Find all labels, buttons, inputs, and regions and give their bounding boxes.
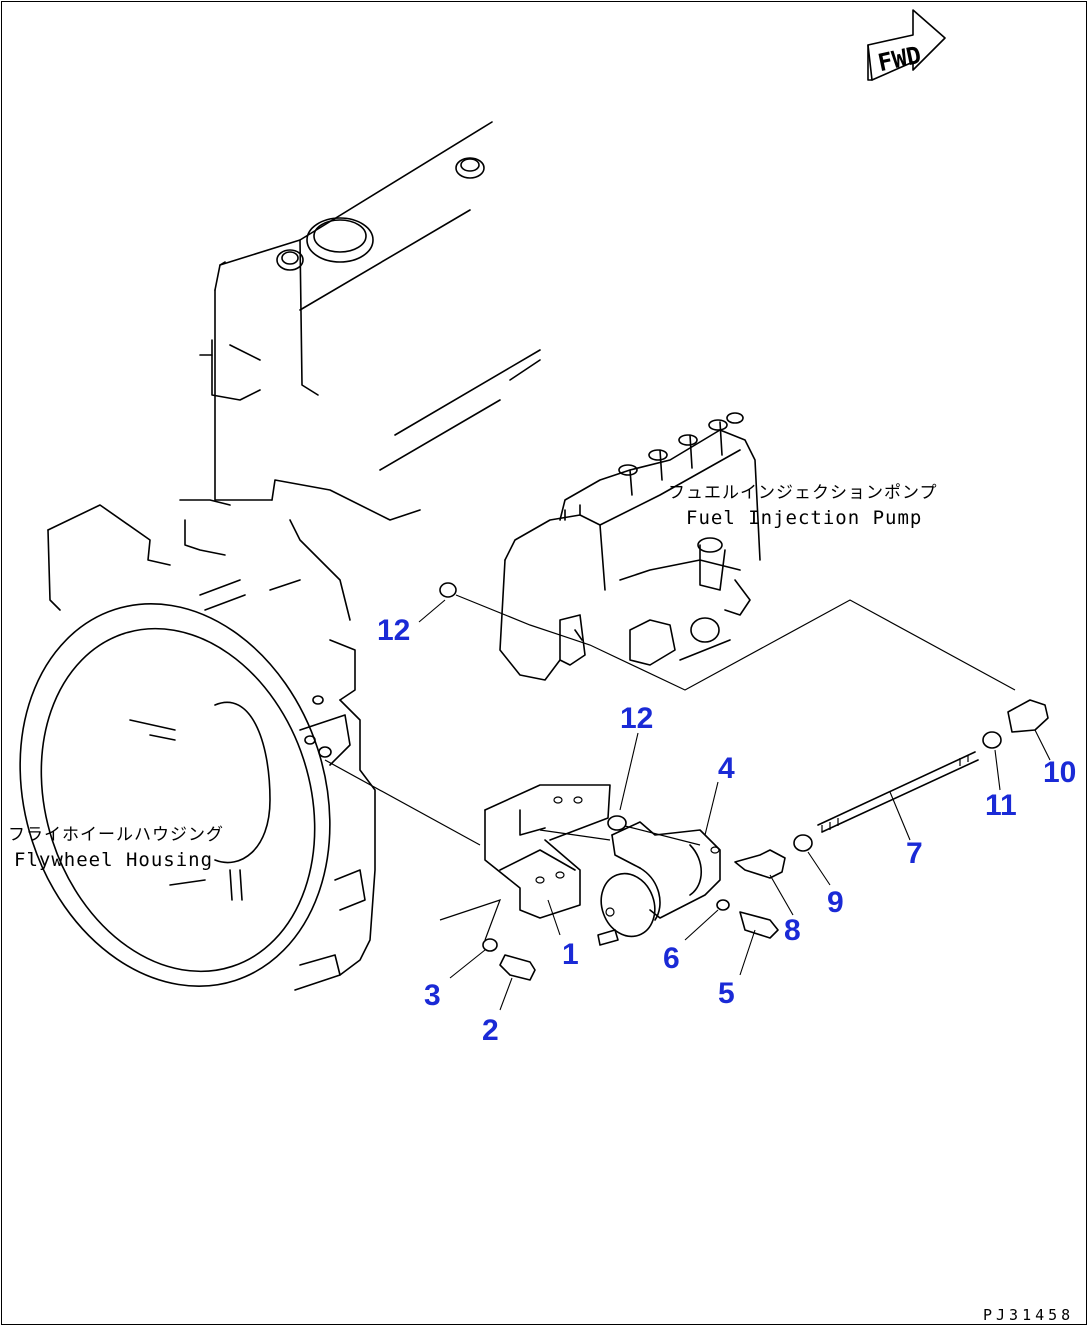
callout-5: 5: [718, 977, 735, 1010]
flywheel-housing-drawing: [19, 499, 376, 991]
actuator-motor-part: [597, 821, 721, 946]
nut-9: [793, 834, 813, 852]
fuel-injection-pump-jp-label: フュエルインジェクションポンプ: [668, 483, 938, 503]
drawing-code: PJ31458: [983, 1306, 1074, 1324]
callout-10: 10: [1043, 756, 1076, 789]
flywheel-housing-label: Flywheel Housing: [14, 849, 213, 871]
callout-11: 11: [985, 789, 1017, 822]
callout-2: 2: [482, 1014, 499, 1047]
ball-joint-10: [1007, 699, 1049, 733]
nut-11: [982, 731, 1002, 749]
callout-leaders: [418, 599, 1051, 1011]
washer-12-top: [439, 582, 457, 598]
ball-joint-8: [734, 849, 786, 879]
callout-1: 1: [562, 938, 579, 971]
washer-12-lower: [607, 815, 627, 831]
washer-6: [716, 899, 730, 911]
bolt-5: [739, 911, 779, 939]
washer-3: [482, 938, 498, 952]
engine-block-drawing: [199, 121, 541, 521]
rod-7: [817, 751, 976, 826]
callout-6: 6: [663, 942, 680, 975]
callout-7: 7: [906, 837, 923, 870]
callout-3: 3: [424, 979, 441, 1012]
callout-12-lower: 12: [620, 702, 653, 735]
fuel-injection-pump-label: Fuel Injection Pump: [686, 507, 922, 529]
callout-8: 8: [784, 914, 801, 947]
bolt-2: [499, 954, 536, 981]
callout-4: 4: [718, 752, 735, 785]
callout-9: 9: [827, 886, 844, 919]
fwd-label: FWD: [875, 41, 923, 77]
fuel-injection-pump-drawing: [499, 412, 761, 681]
flywheel-housing-jp-label: フライホイールハウジング: [8, 825, 224, 845]
fwd-arrow-icon: FWD: [867, 9, 946, 81]
hardware-parts: [439, 582, 1049, 981]
assembly-guide-lines: [324, 594, 1016, 941]
callout-12-top: 12: [377, 614, 410, 647]
bracket-part: [484, 784, 611, 919]
